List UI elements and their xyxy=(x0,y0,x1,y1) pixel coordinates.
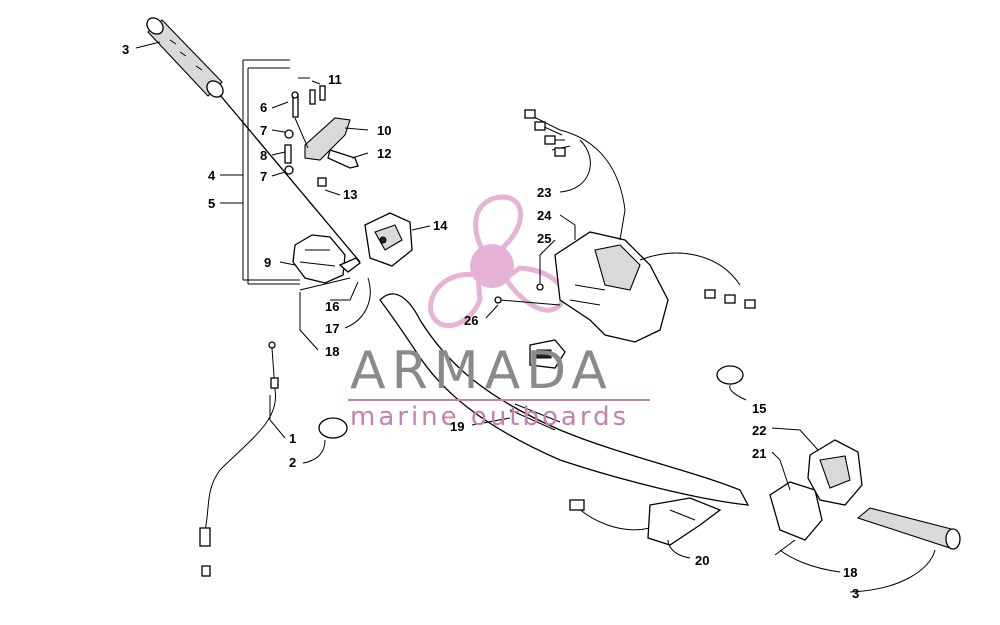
callout-8: 8 xyxy=(260,148,267,163)
control-housing xyxy=(529,231,669,369)
callout-25: 25 xyxy=(537,231,551,246)
callout-11: 11 xyxy=(328,72,342,87)
assembly-bracket xyxy=(242,59,300,285)
callout-18-right: 18 xyxy=(843,565,857,580)
callout-2: 2 xyxy=(289,455,296,470)
throttle-cable xyxy=(199,341,279,577)
callout-9: 9 xyxy=(264,255,271,270)
callout-5: 5 xyxy=(208,196,215,211)
callout-19: 19 xyxy=(450,419,464,434)
callout-23: 23 xyxy=(537,185,551,200)
callout-16: 16 xyxy=(325,299,339,314)
callout-15: 15 xyxy=(752,401,766,416)
heat-element xyxy=(569,497,722,546)
callout-10: 10 xyxy=(377,123,391,138)
leader-lines xyxy=(135,41,936,593)
callout-4: 4 xyxy=(208,168,216,183)
callout-18-left: 18 xyxy=(325,344,339,359)
callout-labels: 3 11 6 10 7 8 12 4 7 13 5 23 24 14 25 9 … xyxy=(122,42,859,601)
callout-6: 6 xyxy=(260,100,267,115)
cable-clamps xyxy=(318,365,744,439)
callout-7-lower: 7 xyxy=(260,169,267,184)
left-grip xyxy=(146,17,224,98)
callout-7-upper: 7 xyxy=(260,123,267,138)
handlebar xyxy=(219,94,750,506)
hand-warmer-switch xyxy=(364,212,413,267)
callout-22: 22 xyxy=(752,423,766,438)
callout-3-right-grip: 3 xyxy=(852,586,859,601)
throttle-control-parts xyxy=(284,85,359,187)
callout-21: 21 xyxy=(752,446,766,461)
callout-1: 1 xyxy=(289,431,296,446)
callout-17: 17 xyxy=(325,321,339,336)
callout-13: 13 xyxy=(343,187,357,202)
callout-3-left-grip: 3 xyxy=(122,42,129,57)
right-switch-housing xyxy=(769,439,863,556)
right-grip xyxy=(856,507,961,550)
armada-logo-icon xyxy=(428,194,566,329)
watermark-tagline: marine outboards xyxy=(350,402,629,432)
callout-12: 12 xyxy=(377,146,391,161)
watermark-brand: ARMADA xyxy=(350,341,613,401)
callout-24: 24 xyxy=(537,208,552,223)
callout-20: 20 xyxy=(695,553,709,568)
wiring-harness xyxy=(494,109,756,309)
callout-14: 14 xyxy=(433,218,448,233)
throttle-housing xyxy=(292,234,361,291)
callout-26: 26 xyxy=(464,313,478,328)
